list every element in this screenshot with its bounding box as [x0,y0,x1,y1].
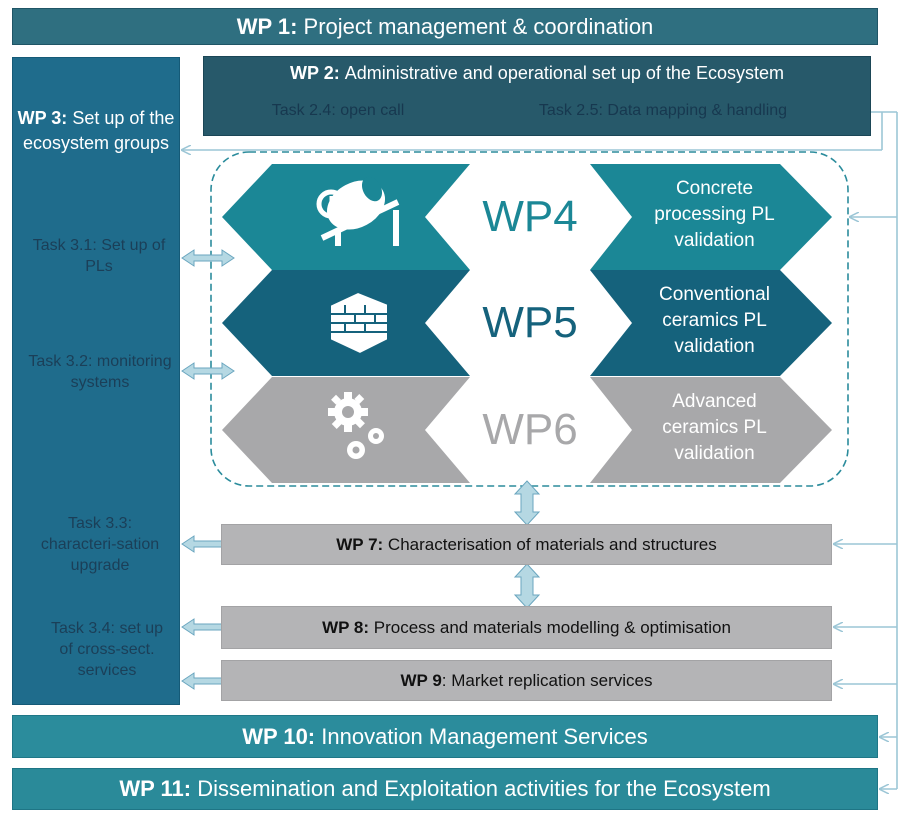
wp2-title: Administrative and operational set up of… [344,63,784,83]
wp7-bar: WP 7: Characterisation of materials and … [221,524,832,565]
wp11-title: Dissemination and Exploitation activitie… [197,776,771,801]
wp9-label: WP 9 [400,670,442,690]
wp3-title: Set up of the ecosystem groups [22,108,175,153]
wp7-label: WP 7: [336,534,384,554]
gears-icon [328,392,384,459]
wp3-column: WP 3: Set up of the ecosystem groups [12,57,180,705]
vertical-arrow-group-wp7 [513,480,541,526]
wp9-title: : Market replication services [441,670,653,690]
brick-wall-icon [329,290,389,356]
wp4-right-chevron [590,164,832,270]
concrete-mixer-icon [316,176,400,246]
wp8-title: Process and materials modelling & optimi… [373,617,731,637]
wp1-label: WP 1: [236,13,298,39]
double-arrow-task32 [181,362,235,380]
wp6-description: Advanced ceramics PL validation [662,391,767,464]
task-2-5-label: Task 2.5: Data mapping & handling [538,102,788,119]
wp5-description: Conventional ceramics PL validation [659,284,770,357]
wp8-bar: WP 8: Process and materials modelling & … [221,606,832,649]
wp2-label: WP 2: [290,63,340,83]
task-3-1-label: Task 3.1: Set up of PLs [32,237,166,275]
task-3-2-label: Task 3.2: monitoring systems [28,353,172,391]
wp10-title: Innovation Management Services [321,723,648,749]
wp9-bar: WP 9: Market replication services [221,660,832,701]
wp4-name: WP4 [482,192,578,241]
wp5-right-chevron [590,270,832,376]
wp1-bar: WP 1: Project management & coordination [12,8,878,45]
pl-validation-group [210,151,849,487]
wp10-bar: WP 10: Innovation Management Services [12,715,878,758]
wp1-title: Project management & coordination [303,13,654,39]
wp4-description: Concrete processing PL validation [654,178,775,251]
wp10-label: WP 10: [242,723,316,749]
double-arrow-task31 [181,249,235,267]
wp2-box: WP 2: Administrative and operational set… [203,56,871,136]
wp6-right-chevron [590,377,832,483]
wp5-name: WP5 [482,298,578,347]
wp6-name: WP6 [482,405,578,454]
wp11-bar: WP 11: Dissemination and Exploitation ac… [12,768,878,810]
vertical-arrow-wp7-wp8 [513,563,541,609]
wp7-title: Characterisation of materials and struct… [387,534,717,554]
wp8-label: WP 8: [322,617,369,637]
task-3-4-label: Task 3.4: set up of cross-sect. services [50,619,164,679]
task-2-4-label: Task 2.4: open call [271,102,405,119]
task-3-3-label: Task 3.3: characteri-sation upgrade [40,514,160,574]
wp3-label: WP 3: [17,108,68,128]
wp11-label: WP 11: [119,776,192,801]
